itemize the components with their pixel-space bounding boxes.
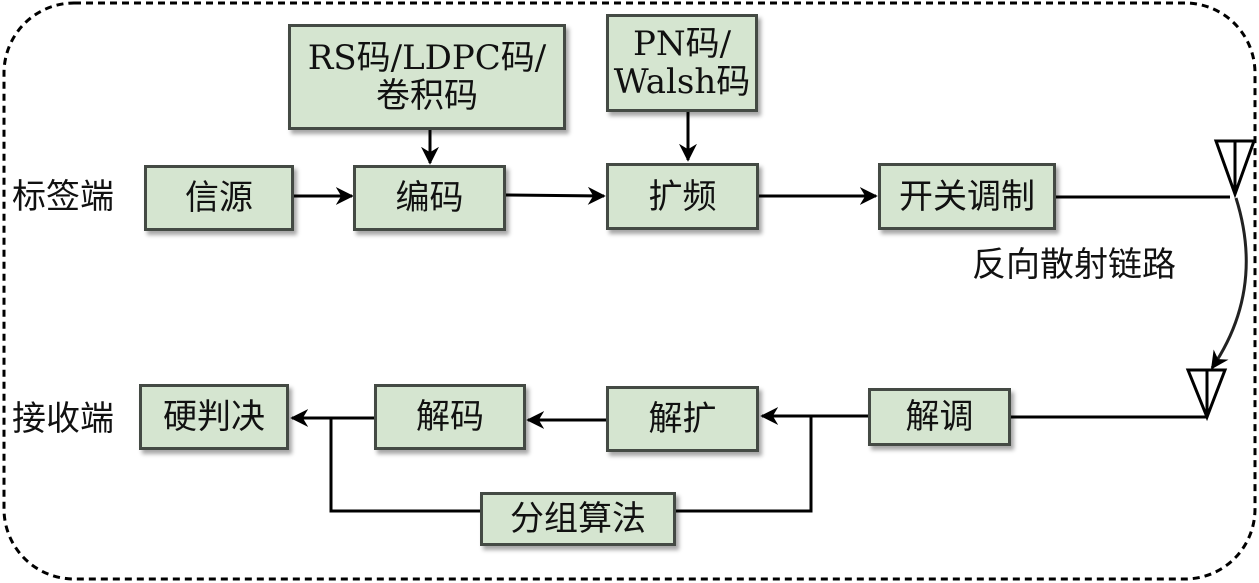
spread-code-line1: PN码/ xyxy=(632,24,732,64)
spread-code-line2: Walsh码 xyxy=(613,62,751,102)
line-grouping-branch-left xyxy=(329,418,480,513)
decoder-block: 解码 xyxy=(374,384,526,450)
tag-side-label: 标签端 xyxy=(12,177,114,217)
grouping-algorithm-block: 分组算法 xyxy=(480,492,676,546)
demodulation-block: 解调 xyxy=(868,388,1011,446)
code-options-line1: RS码/LDPC码/ xyxy=(307,38,547,78)
receiver-side-label: 接收端 xyxy=(12,399,114,439)
spread-code-options-block: PN码/ Walsh码 xyxy=(606,14,758,112)
switch-modulation-block: 开关调制 xyxy=(878,163,1056,230)
code-options-line2: 卷积码 xyxy=(376,76,478,116)
source-block: 信源 xyxy=(144,165,294,231)
line-grouping-branch-right xyxy=(676,417,813,513)
backscatter-link-label: 反向散射链路 xyxy=(972,245,1176,285)
backscatter-link-arrow xyxy=(1210,197,1248,370)
hard-decision-block: 硬判决 xyxy=(139,384,289,450)
arrow-encoder-to-spread xyxy=(505,186,606,205)
encoder-block: 编码 xyxy=(353,165,506,231)
code-options-block: RS码/LDPC码/ 卷积码 xyxy=(288,24,566,130)
spread-block: 扩频 xyxy=(606,163,759,230)
despread-block: 解扩 xyxy=(606,386,759,452)
receiver-antenna-icon xyxy=(1185,368,1228,422)
tag-antenna-icon xyxy=(1213,139,1257,199)
